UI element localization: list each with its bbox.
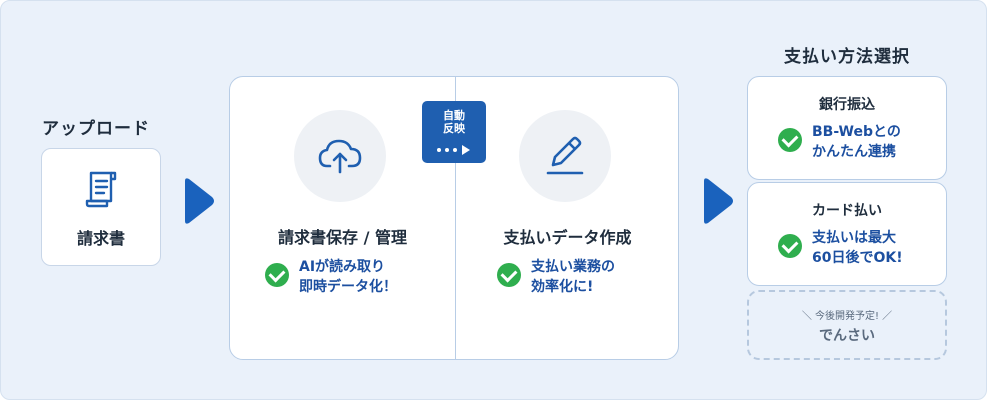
payment-data-benefit-line1: 支払い業務の (531, 259, 615, 275)
check-icon (778, 234, 802, 258)
auto-badge-line2: 反映 (443, 122, 465, 135)
pen-icon (519, 110, 611, 202)
card-payment-label: カード払い (812, 203, 882, 219)
card-benefit: 支払いは最大 60日後でOK! (778, 228, 903, 268)
arrow-right-icon (182, 177, 216, 225)
dots-arrow-icon (436, 141, 472, 160)
storage-benefit-line2: 即時データ化！ (299, 279, 397, 295)
check-icon (497, 263, 521, 287)
invoice-label: 請求書 (76, 229, 125, 248)
storage-step-title: 請求書保存 / 管理 (278, 228, 407, 247)
future-note: ＼ 今後開発予定! ／ (801, 311, 893, 322)
payment-data-benefit: 支払い業務の 効率化に! (497, 257, 615, 297)
storage-benefit-line1: AIが読み取り (299, 259, 386, 275)
bank-transfer-card: 銀行振込 BB-Webとの かんたん連携 (747, 76, 947, 180)
payment-data-step-title: 支払いデータ作成 (503, 228, 632, 247)
card-benefit-line1: 支払いは最大 (812, 230, 896, 246)
bank-transfer-label: 銀行振込 (819, 97, 875, 113)
auto-sync-badge: 自動 反映 (422, 101, 486, 163)
divider (455, 77, 456, 359)
densai-label: でんさい (819, 328, 875, 344)
cloud-upload-icon (294, 110, 386, 202)
invoice-card: 請求書 (41, 148, 161, 266)
bank-benefit: BB-Webとの かんたん連携 (778, 122, 901, 162)
card-benefit-line2: 60日後でOK! (812, 250, 903, 266)
densai-card: ＼ 今後開発予定! ／ でんさい (747, 290, 947, 360)
payment-data-benefit-line2: 効率化に! (531, 279, 594, 295)
bank-benefit-line1: BB-Webとの (812, 124, 901, 140)
document-icon (83, 169, 119, 209)
upload-heading: アップロード (42, 119, 150, 139)
card-payment-card: カード払い 支払いは最大 60日後でOK! (747, 182, 947, 286)
check-icon (265, 263, 289, 287)
arrow-right-icon (701, 177, 735, 225)
auto-badge-line1: 自動 (443, 109, 465, 122)
storage-benefit: AIが読み取り 即時データ化！ (265, 257, 397, 297)
check-icon (778, 128, 802, 152)
payment-methods-heading: 支払い方法選択 (784, 47, 910, 67)
bank-benefit-line2: かんたん連携 (812, 144, 896, 160)
